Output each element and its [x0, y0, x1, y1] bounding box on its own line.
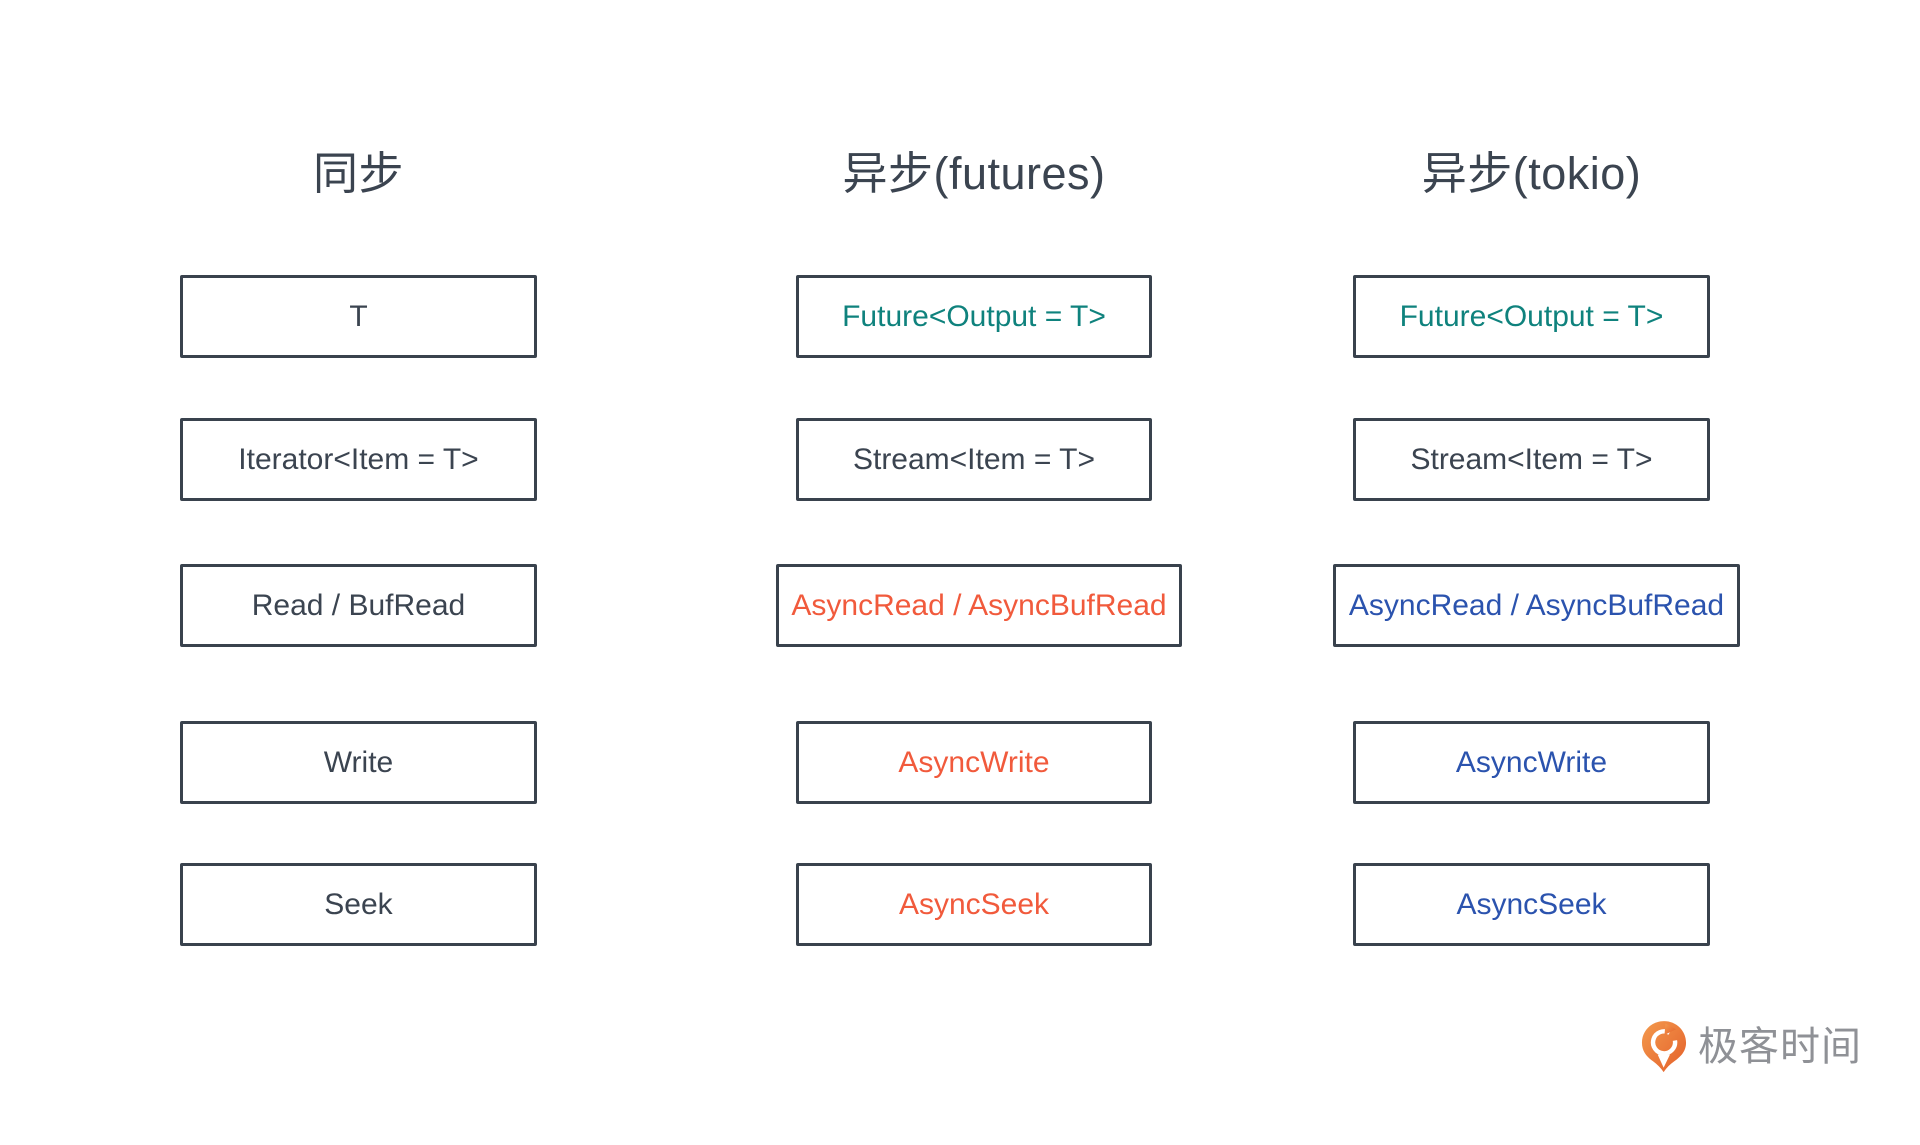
trait-box-label: AsyncWrite	[1455, 745, 1608, 779]
trait-box-asyncwrite-futures: AsyncWrite	[796, 721, 1152, 804]
trait-box-stream-futures: Stream<Item = T>	[796, 418, 1152, 501]
trait-box-asyncseek-tokio: AsyncSeek	[1353, 863, 1710, 946]
trait-box-read-bufread: Read / BufRead	[180, 564, 537, 647]
trait-box-label: Stream<Item = T>	[1410, 442, 1653, 476]
trait-box-label: Write	[323, 745, 394, 779]
trait-box-label: AsyncRead / AsyncBufRead	[791, 588, 1167, 622]
trait-box-label: AsyncRead / AsyncBufRead	[1348, 588, 1725, 622]
trait-box-future-tokio: Future<Output = T>	[1353, 275, 1710, 358]
trait-box-future-futures: Future<Output = T>	[796, 275, 1152, 358]
geektime-logo-text: 极客时间	[1698, 1025, 1862, 1069]
column-async-tokio: 异步(tokio) Future<Output = T> Stream<Item…	[1333, 0, 1740, 1145]
trait-box-label: Seek	[324, 887, 393, 921]
column-sync-header: 同步	[312, 148, 404, 199]
trait-box-asyncread-futures: AsyncRead / AsyncBufRead	[776, 564, 1182, 647]
trait-box-label: Future<Output = T>	[1399, 299, 1664, 333]
trait-box-label: Read / BufRead	[251, 588, 466, 622]
trait-box-iterator: Iterator<Item = T>	[180, 418, 537, 501]
column-async-tokio-header: 异步(tokio)	[1421, 148, 1642, 199]
trait-box-label: T	[349, 299, 368, 333]
trait-box-stream-tokio: Stream<Item = T>	[1353, 418, 1710, 501]
trait-box-label: AsyncWrite	[898, 745, 1050, 779]
trait-box-asyncread-tokio: AsyncRead / AsyncBufRead	[1333, 564, 1740, 647]
trait-box-label: Stream<Item = T>	[852, 442, 1096, 476]
geektime-pin-icon	[1641, 1021, 1687, 1073]
trait-box-label: Iterator<Item = T>	[238, 442, 479, 476]
trait-box-label: AsyncSeek	[1456, 887, 1607, 921]
geektime-logo: 极客时间	[1641, 1020, 1862, 1074]
trait-box-seek: Seek	[180, 863, 537, 946]
trait-box-label: Future<Output = T>	[842, 299, 1106, 333]
trait-box-write: Write	[180, 721, 537, 804]
column-async-futures: 异步(futures) Future<Output = T> Stream<It…	[776, 0, 1182, 1145]
column-async-futures-header: 异步(futures)	[842, 148, 1106, 199]
trait-box-asyncseek-futures: AsyncSeek	[796, 863, 1152, 946]
trait-box-t: T	[180, 275, 537, 358]
column-sync: 同步 T Iterator<Item = T> Read / BufRead W…	[180, 0, 537, 1145]
trait-box-asyncwrite-tokio: AsyncWrite	[1353, 721, 1710, 804]
trait-box-label: AsyncSeek	[898, 887, 1050, 921]
